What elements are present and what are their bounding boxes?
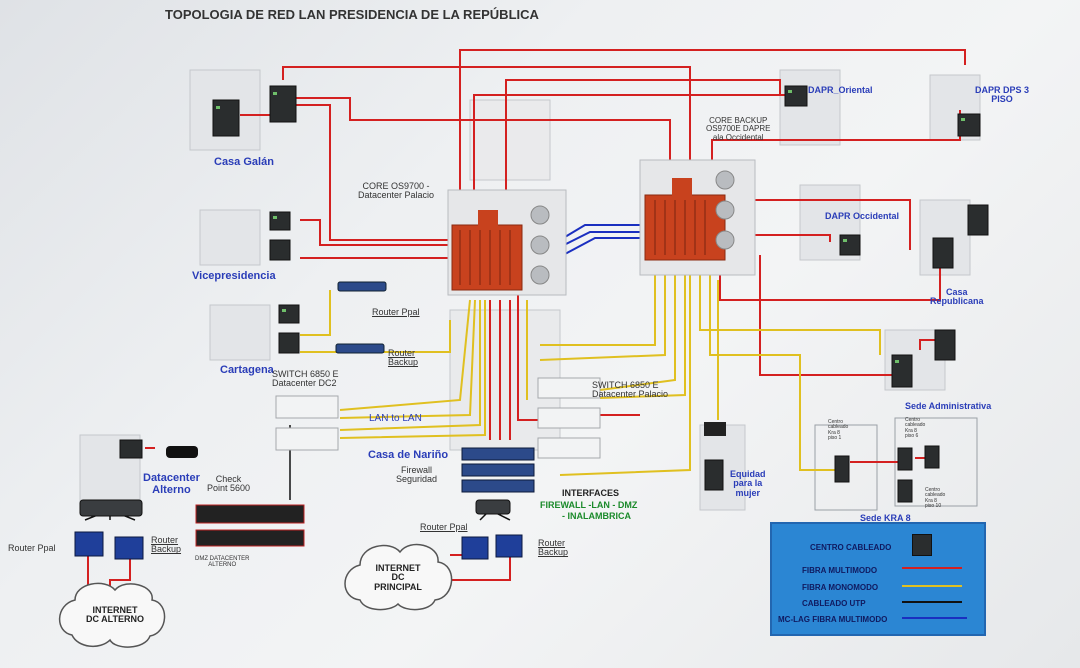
fibra-monomodo-links: [300, 260, 881, 476]
legend-centro-cableado: CENTRO CABLEADO: [810, 543, 892, 552]
building-palacio-back: [469, 99, 551, 181]
label-lan-to-lan: LAN to LAN: [369, 413, 422, 424]
label-core-palacio: CORE OS9700 - Datacenter Palacio: [358, 181, 435, 201]
site-sede-kra8: Sede KRA 8: [860, 513, 911, 523]
label-kra8-cab1: Centro cableado Kra 8 piso 1: [828, 419, 849, 441]
label-router-backup-top: Router Backup: [388, 348, 419, 368]
label-router-ppal-dc: Router Ppal: [420, 522, 468, 532]
label-internet-dc-alterno: INTERNET DC ALTERNO: [86, 605, 144, 625]
label-firewall-seguridad: Firewall Seguridad: [396, 465, 438, 485]
cloud-internet-dc-principal: [344, 543, 453, 611]
router-ppal-top: [337, 281, 387, 292]
router-backup-top: [335, 343, 385, 354]
edge-routers: [74, 531, 523, 560]
site-datacenter-alterno: Datacenter Alterno: [143, 472, 200, 496]
router-top-dc: [475, 499, 511, 515]
site-dapr-occidental: DAPR Occidental: [825, 211, 900, 221]
site-casa-galan: Casa Galán: [214, 156, 274, 168]
ap-device-equidad: [704, 422, 726, 436]
label-switch-dc2: SWITCH 6850 E Datacenter DC2: [272, 369, 339, 389]
site-cartagena: Cartagena: [220, 364, 274, 376]
label-router-ppal-alt: Router Ppal: [8, 543, 56, 553]
core-backup-chassis: [639, 159, 756, 276]
fibra-multimodo-links: [87, 49, 966, 595]
check-point-5600: [195, 504, 305, 547]
legend-mc-lag: MC-LAG FIBRA MULTIMODO: [778, 615, 888, 624]
label-interfaces-title: INTERFACES: [562, 488, 620, 498]
switch-6850-palacio: [537, 377, 601, 459]
legend-fibra-multimodo: FIBRA MULTIMODO: [802, 566, 878, 575]
legend-swatches: [902, 567, 967, 619]
legend-switch-icon: [912, 534, 932, 556]
legend-fibra-monomodo: FIBRA MONOMODO: [802, 583, 879, 592]
ap-device-alt: [166, 446, 198, 458]
label-router-backup-alt: Router Backup: [151, 535, 182, 555]
label-router-backup-dc: Router Backup: [538, 538, 569, 558]
label-internet-dc-principal: INTERNET DC PRINCIPAL: [374, 563, 422, 592]
site-dapr-oriental: DAPR_Oriental: [808, 85, 873, 95]
label-kra8-cab3: Centro cableado Kra 8 piso 10: [925, 487, 946, 509]
site-casa-narino: Casa de Nariño: [368, 449, 449, 461]
label-kra8-cab2: Centro cableado Kra 8 piso 6: [905, 417, 926, 439]
firewall-seguridad: [461, 447, 535, 493]
cloud-internet-dc-alterno: [58, 582, 166, 648]
kra8-box-1: [814, 424, 878, 511]
legend: CENTRO CABLEADO FIBRA MULTIMODO FIBRA MO…: [770, 522, 986, 636]
label-interfaces-line2: - INALAMBRICA: [562, 511, 631, 521]
site-equidad-mujer: Equidad para la mujer: [730, 469, 766, 498]
switch-port-lights: [216, 90, 965, 363]
page-title: TOPOLOGIA DE RED LAN PRESIDENCIA DE LA R…: [165, 7, 539, 22]
switch-6850-dc2: [275, 395, 339, 451]
building-dapr-oriental: [779, 69, 841, 146]
label-dmz-alterno: DMZ DATACENTER ALTERNO: [195, 556, 250, 569]
router-top-alt: [79, 499, 143, 517]
site-casa-republicana: Casa Republicana: [930, 287, 984, 307]
site-vicepresidencia: Vicepresidencia: [192, 270, 276, 282]
label-switch-palacio: SWITCH 6850 E Datacenter Palacio: [592, 380, 669, 400]
site-sede-administrativa: Sede Administrativa: [905, 401, 992, 411]
label-interfaces-line1: FIREWALL -LAN - DMZ: [540, 500, 638, 510]
legend-cableado-utp: CABLEADO UTP: [802, 599, 866, 608]
core-palacio-chassis: [447, 189, 567, 296]
label-core-backup: CORE BACKUP OS9700E DAPRE ala Occidental: [706, 116, 771, 142]
label-check-point: Check Point 5600: [207, 474, 251, 494]
building-cartagena: [209, 304, 271, 361]
building-vicepresidencia: [199, 209, 261, 266]
label-router-ppal-top: Router Ppal: [372, 307, 420, 317]
site-dapr-dps: DAPR DPS 3 PISO: [975, 85, 1030, 105]
